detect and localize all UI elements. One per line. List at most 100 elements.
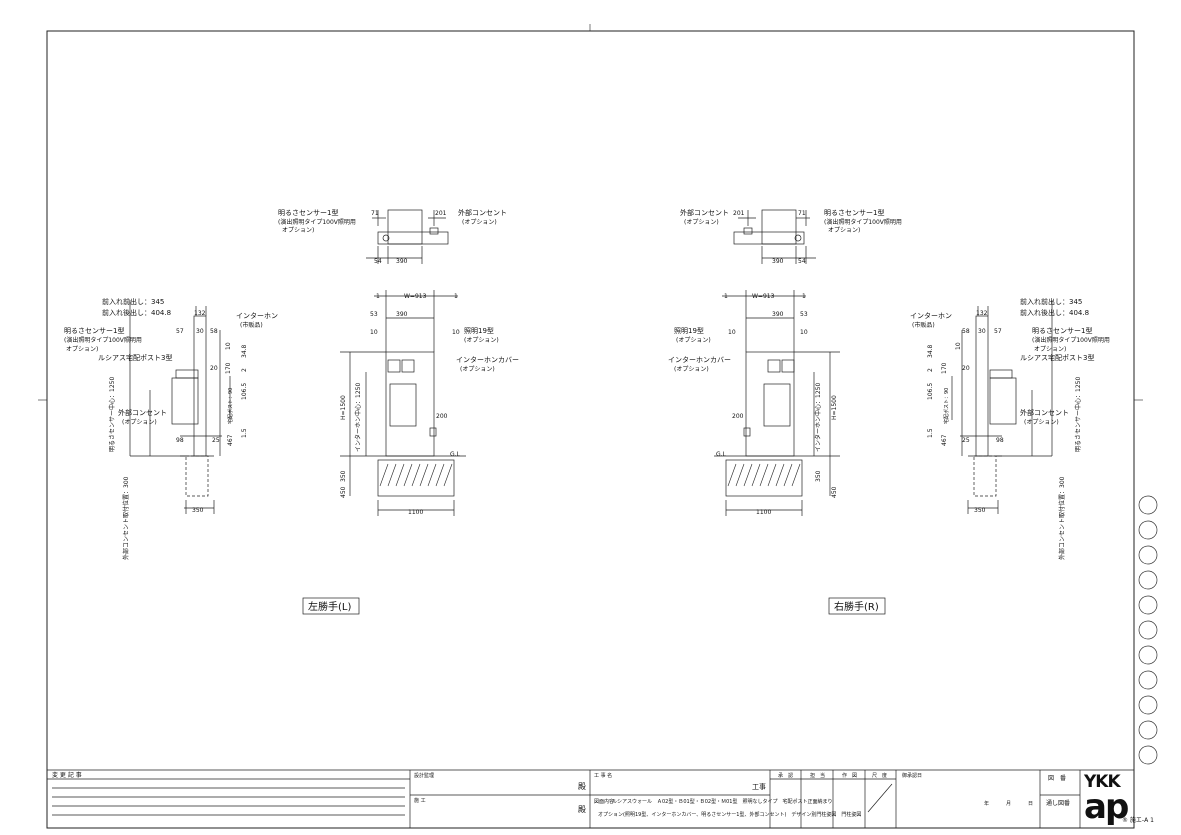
right-front-dim-390: 390	[772, 311, 784, 318]
left-plan-sensor-label-3: オプション)	[282, 227, 314, 234]
left-front-height: H=1500	[340, 395, 347, 420]
left-front-dim-53: 53	[370, 311, 378, 318]
left-plan-dim-201: 201	[435, 210, 447, 217]
right-front-dim-450: 450	[831, 486, 838, 498]
right-side-post-label: ルシアス宅配ポスト3型	[1020, 353, 1094, 362]
right-plan-dim-201: 201	[733, 210, 745, 217]
left-side-dim-25: 25	[212, 437, 220, 444]
right-side-dim-25: 25	[962, 437, 970, 444]
left-side-view	[129, 300, 231, 514]
drawing-content-label: 図面内容	[594, 798, 614, 805]
left-foundation-hatch	[379, 463, 453, 487]
left-front-dim-390: 390	[396, 311, 408, 318]
right-caption-box	[828, 597, 886, 615]
left-front-view	[340, 290, 466, 516]
approval-date-label: 御承認日	[902, 772, 922, 779]
right-side-outlet-label-2: (オプション)	[1024, 419, 1059, 426]
sheet-code: ® 施エ-A 1	[1122, 816, 1154, 824]
left-side-vert-outlet: 外部コンセント取付位置：300	[122, 476, 130, 560]
left-side-dim-20: 20	[210, 365, 218, 372]
right-side-front-back: 前入れ後出し：404.8	[1020, 308, 1089, 317]
right-side-vert-post: 宅配ポスト：90	[943, 388, 950, 424]
right-side-dim-34.8: 34.8	[927, 344, 934, 358]
right-foundation-hatch	[727, 463, 801, 487]
date-day: 日	[1028, 801, 1033, 807]
left-side-vert-sensor: 明るさセンサー中心：1250	[108, 377, 116, 452]
left-side-sensor-label-3: オプション)	[66, 346, 98, 353]
left-side-dim-350: 350	[192, 507, 204, 514]
right-front-dim-1100: 1100	[756, 509, 771, 516]
left-front-dim-1100: 1100	[408, 509, 423, 516]
left-side-front-back: 前入れ後出し：404.8	[102, 308, 171, 317]
right-plan-dim-54: 54	[798, 258, 806, 265]
right-side-sensor-label-1: 明るさセンサー1型	[1032, 326, 1092, 335]
left-front-cover-label-1: インターホンカバー	[456, 355, 519, 364]
drawing-content-line2: オプション(照明19型、インターホンカバー、明るさセンサー1型、外部コンセント)…	[598, 811, 861, 818]
right-plan-sensor-label-3: オプション)	[828, 227, 860, 234]
left-side-post-label: ルシアス宅配ポスト3型	[98, 353, 172, 362]
right-front-cover-label-2: (オプション)	[674, 366, 709, 373]
right-side-dim-57: 57	[994, 328, 1002, 335]
left-side-dim-98: 98	[176, 437, 184, 444]
right-front-cover-label-1: インターホンカバー	[668, 355, 731, 364]
right-side-outlet-label-1: 外部コンセント	[1020, 408, 1069, 417]
construction-label: 施 工	[414, 797, 426, 804]
left-side-sensor-label-1: 明るさセンサー1型	[64, 326, 124, 335]
left-front-intercom-center: インターホン中心：1250	[354, 383, 362, 452]
left-caption: 左勝手(L)	[308, 600, 351, 613]
right-front-dim-10a: 10	[728, 329, 736, 336]
left-side-dim-10: 10	[225, 342, 232, 350]
left-front-light-label-1: 照明19型	[464, 326, 494, 335]
brand-top: YKK	[1083, 772, 1121, 792]
right-side-view	[951, 300, 1053, 514]
left-front-cover-label-2: (オプション)	[460, 366, 495, 373]
left-side-vert-post: 宅配ポスト：90	[227, 388, 234, 424]
left-side-dim-58: 58	[210, 328, 218, 335]
right-front-dim-200: 200	[732, 413, 744, 420]
right-side-dim-350: 350	[974, 507, 986, 514]
right-plan-dim-71: 71	[798, 210, 806, 217]
left-side-intercom-label-2: (市販品)	[240, 321, 263, 329]
left-side-dim-106.5: 106.5	[241, 383, 248, 400]
left-side-dim-132: 132	[194, 310, 206, 317]
right-front-gl: G.L	[716, 451, 727, 458]
left-plan-outlet-label-1: 外部コンセント	[458, 208, 507, 217]
left-side-dim-2: 2	[241, 368, 248, 372]
left-side-dim-34.8: 34.8	[241, 344, 248, 358]
left-plan-outlet-label-2: (オプション)	[462, 219, 497, 226]
left-plan-view	[366, 209, 449, 264]
right-plan-outlet-label-2: (オプション)	[684, 219, 719, 226]
left-side-dim-170: 170	[225, 362, 232, 374]
left-side-outlet-label-2: (オプション)	[122, 419, 157, 426]
left-plan-dim-390: 390	[396, 258, 408, 265]
date-year: 年	[984, 800, 989, 807]
right-side-dim-2: 2	[927, 368, 934, 372]
left-front-dim-200: 200	[436, 413, 448, 420]
left-plan-sensor-label-1: 明るさセンサー1型	[278, 208, 338, 217]
right-side-dim-30: 30	[978, 328, 986, 335]
left-side-dim-30: 30	[196, 328, 204, 335]
left-front-dim-10a: 10	[370, 329, 378, 336]
left-front-dim-350: 350	[340, 470, 347, 482]
honorific-2: 殿	[578, 805, 586, 814]
revision-label: 変 更 記 事	[52, 771, 82, 779]
right-front-light-label-1: 照明19型	[674, 326, 704, 335]
right-front-dim-53: 53	[800, 311, 808, 318]
left-plan-dim-71: 71	[371, 210, 379, 217]
right-front-dim-350: 350	[815, 470, 822, 482]
honorific-1: 殿	[578, 782, 586, 791]
col-drafting: 作 図	[842, 772, 857, 779]
right-side-dim-10: 10	[955, 342, 962, 350]
date-month: 月	[1006, 801, 1011, 807]
drawing-content-line1: ルシアスウォール Ａ02型・Ｂ01型・Ｂ02型・Ｍ01型 照明なしタイプ 宅配ポ…	[612, 798, 832, 805]
left-front-light-label-2: (オプション)	[464, 337, 499, 344]
right-plan-view	[733, 209, 816, 264]
right-side-dim-467: 467	[941, 434, 948, 446]
left-front-dim-1a: 1	[376, 293, 380, 300]
right-front-view	[714, 290, 840, 516]
left-front-width: W=913	[404, 293, 427, 300]
right-caption: 右勝手(R)	[834, 600, 879, 613]
right-side-dim-58: 58	[962, 328, 970, 335]
left-caption-box	[302, 597, 360, 615]
